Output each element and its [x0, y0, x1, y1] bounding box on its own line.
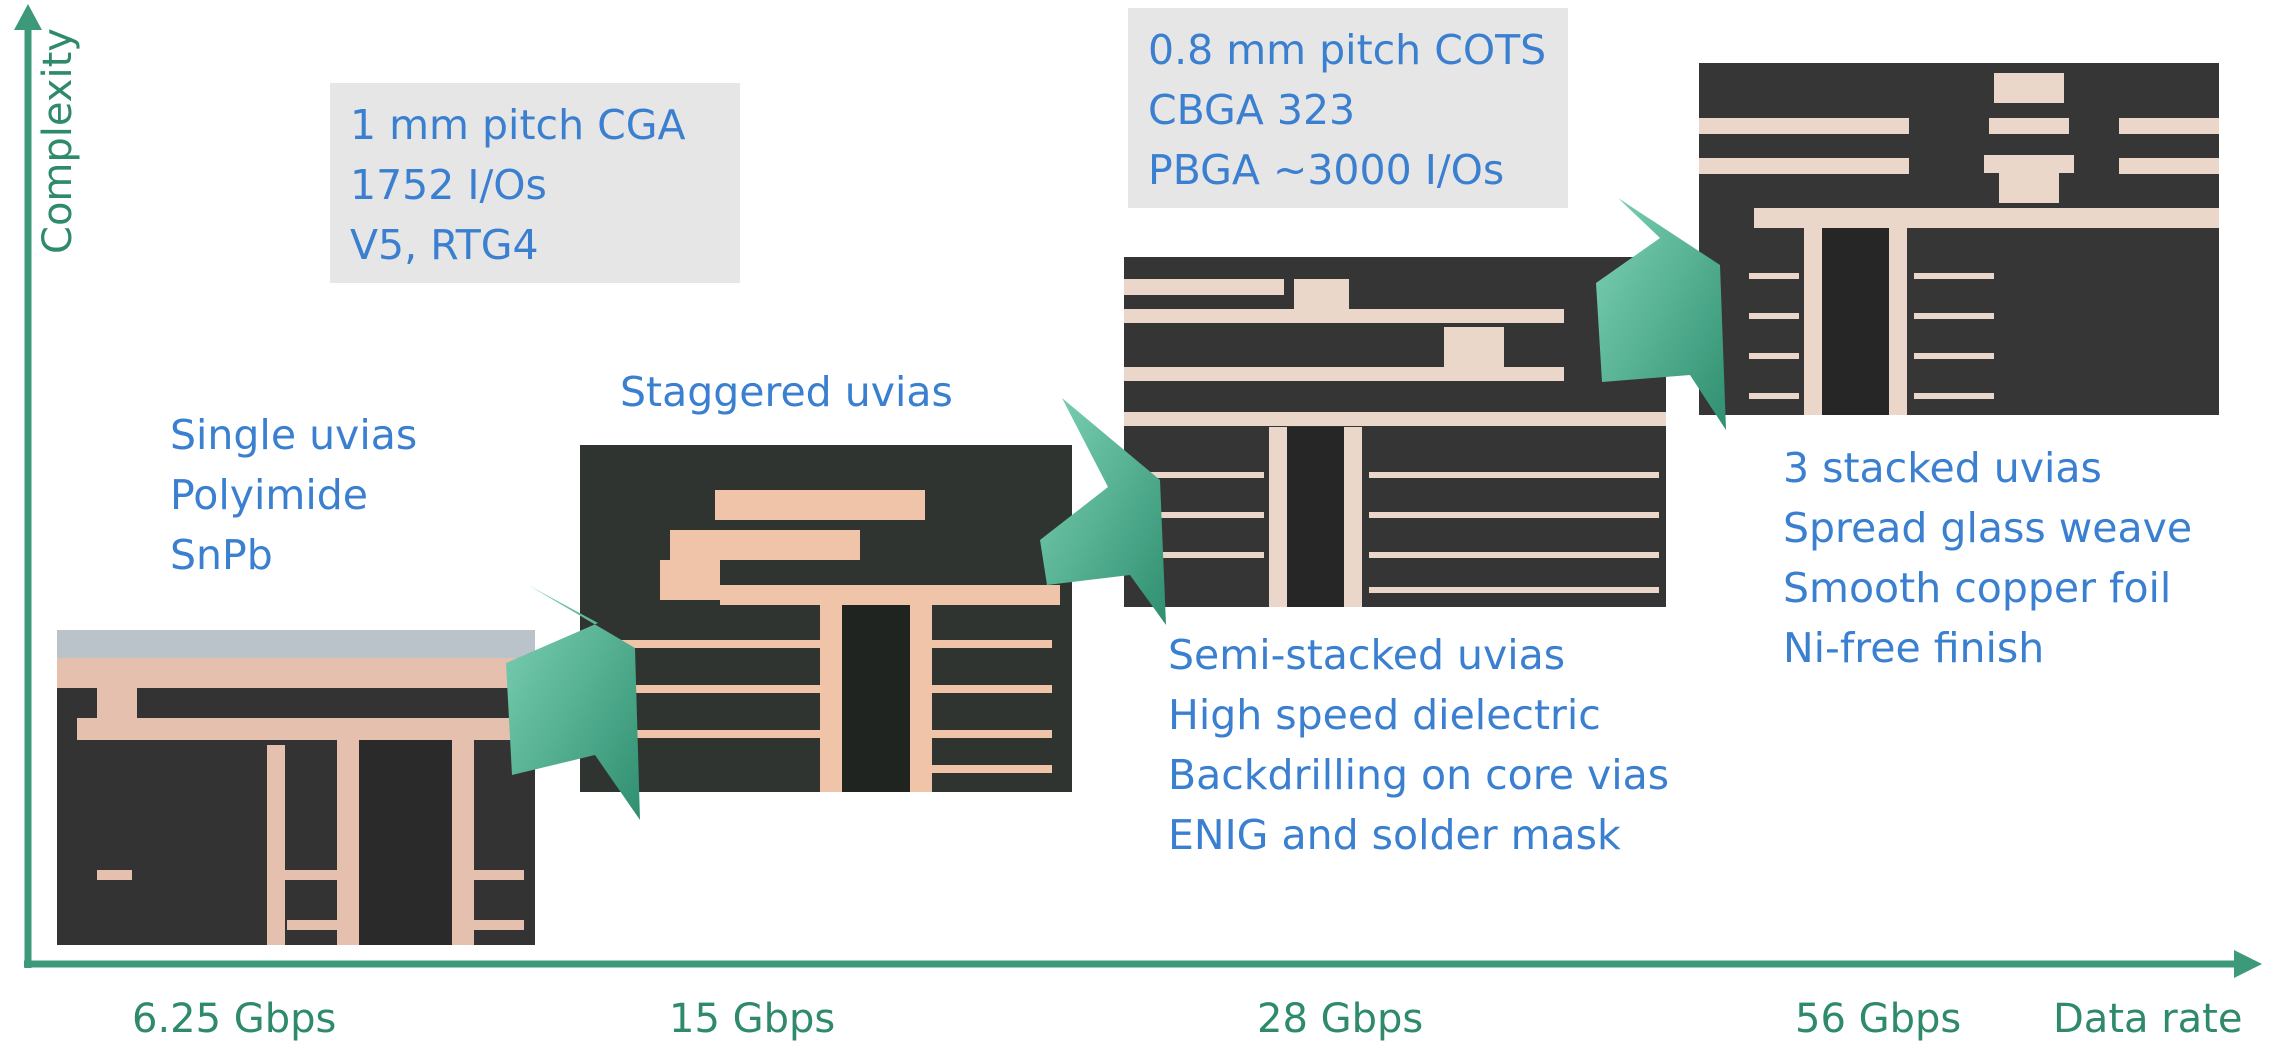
progress-arrow-3-icon	[1596, 198, 1726, 430]
progress-arrow-1-icon	[506, 585, 640, 820]
progress-arrow-2-icon	[1040, 398, 1166, 625]
